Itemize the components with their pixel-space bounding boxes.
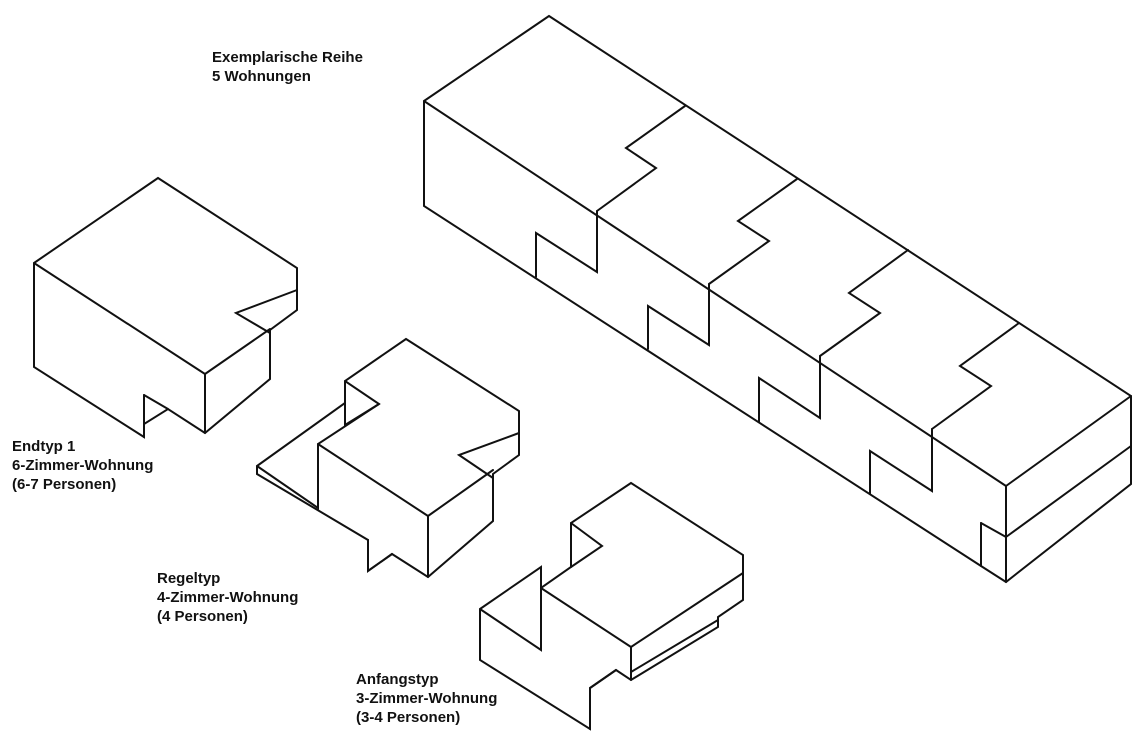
regular-type-label-line3: (4 Personen) — [157, 608, 248, 625]
end-outline — [33, 176, 298, 439]
regular-type-label: Regeltyp 4-Zimmer-Wohnung (4 Personen) — [157, 569, 298, 626]
row-top-edge — [423, 100, 1007, 487]
row-end-split-b — [980, 522, 1007, 538]
start-type-label-line1: Anfangstyp — [356, 671, 439, 688]
row-label: Exemplarische Reihe 5 Wohnungen — [212, 48, 363, 86]
row-outline — [423, 14, 1132, 584]
start-top-front — [540, 587, 632, 648]
start-top-step — [479, 587, 542, 652]
end-front-top-edge — [204, 328, 271, 375]
row-label-line1: Exemplarische Reihe — [212, 49, 363, 66]
regular-right-notch — [456, 432, 520, 479]
row-divider-1 — [596, 105, 686, 212]
regular-outline — [256, 337, 520, 579]
start-inner-step — [570, 522, 604, 568]
regular-type-label-line2: 4-Zimmer-Wohnung — [157, 589, 299, 606]
start-type-label-line3: (3-4 Personen) — [356, 709, 461, 726]
start-type-label: Anfangstyp 3-Zimmer-Wohnung (3-4 Persone… — [356, 670, 497, 727]
end-type-label-line3: (6-7 Personen) — [12, 476, 117, 493]
end-notch — [233, 289, 298, 334]
regular-front-top — [427, 469, 494, 517]
row-divider-4 — [931, 322, 1020, 430]
start-base-line — [630, 619, 719, 673]
row-block — [423, 14, 1132, 584]
end-notch-step — [143, 394, 169, 410]
row-side-divider-1 — [535, 210, 598, 278]
row-side-divider-3 — [758, 355, 821, 423]
row-divider-3 — [819, 249, 909, 357]
row-side-divider-4 — [869, 428, 933, 495]
regular-side-notch — [367, 539, 393, 573]
regular-top-front — [317, 443, 429, 517]
regular-left-notch — [344, 402, 380, 427]
row-front-edge — [1005, 395, 1132, 487]
regular-type-block — [256, 337, 520, 579]
start-type-block — [479, 481, 744, 731]
start-outline — [479, 481, 744, 731]
row-end-split — [1005, 445, 1132, 538]
end-type-label: Endtyp 1 6-Zimmer-Wohnung (6-7 Personen) — [12, 437, 153, 494]
end-type-label-line2: 6-Zimmer-Wohnung — [12, 457, 154, 474]
row-divider-2 — [708, 178, 798, 285]
row-label-line2: 5 Wohnungen — [212, 68, 311, 85]
regular-type-label-line1: Regeltyp — [157, 570, 221, 587]
start-side-notch — [589, 669, 617, 689]
end-top-front-edge — [33, 262, 206, 375]
end-type-block — [33, 176, 298, 439]
start-front-top — [630, 572, 744, 648]
row-side-divider-2 — [647, 283, 710, 350]
end-type-label-line1: Endtyp 1 — [12, 438, 76, 455]
start-type-label-line2: 3-Zimmer-Wohnung — [356, 690, 498, 707]
